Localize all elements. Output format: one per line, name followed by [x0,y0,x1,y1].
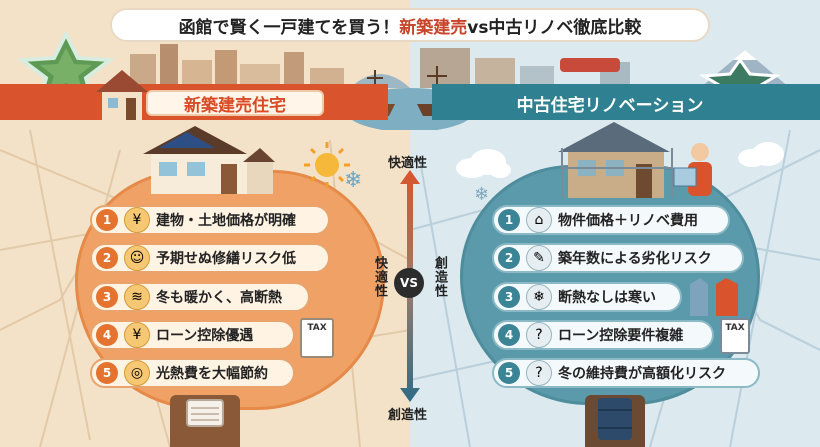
item-number: 2 [96,247,118,269]
tax-form-icon: TAX [720,318,750,354]
coins-icon: ◎ [124,360,150,386]
item-text: 断熱なしは寒い [558,290,656,306]
item-text: 物件価格＋リノベ費用 [558,213,698,229]
axis-left-vertical-label: 快適性 [372,256,387,298]
right-item-5: 5 ? 冬の維持費が高額化リスク [492,358,760,388]
oil-barrel-icon [598,398,632,440]
title-prefix: 函館で賢く一戸建てを買う！ [178,17,400,38]
snowflake-small-icon: ❄ [474,184,490,205]
right-item-3: 3 ❄ 断熱なしは寒い [492,282,682,312]
left-item-2: 2 ☺ 予期せぬ修繕リスク低 [90,243,330,273]
axis-top-label: 快適性 [388,156,428,171]
cloud-right-icon [738,142,784,167]
item-text: 建物・土地価格が明確 [156,213,296,229]
left-item-5: 5 ◎ 光熱費を大幅節約 [90,358,295,388]
question-icon: ? [526,322,552,348]
item-text: 冬の維持費が高額化リスク [558,366,726,382]
item-text: 築年数による劣化リスク [558,251,712,267]
axis-right-vertical-label: 創造性 [432,256,447,298]
title-suffix: vs中古リノベ徹底比較 [467,17,642,38]
heater-icon: ≋ [124,284,150,310]
cloud-icon [456,149,511,178]
relief-face-icon: ☺ [124,245,150,271]
new-house-heading: 新築建売住宅 [146,90,324,116]
vs-badge: VS [394,268,424,298]
right-item-4: 4 ? ローン控除要件複雑 [492,320,714,350]
item-number: 2 [498,247,520,269]
item-number: 4 [498,324,520,346]
hand-yen-icon: ¥ [124,322,150,348]
item-number: 1 [96,209,118,231]
tax-document-icon: TAX [300,318,334,358]
small-house-icon [96,70,148,120]
right-item-1: 1 ⌂ 物件価格＋リノベ費用 [492,205,730,235]
item-number: 3 [498,286,520,308]
page-title: 函館で賢く一戸建てを買う！ 新築建売 vs中古リノベ徹底比較 [110,8,710,42]
item-text: 冬も暖かく、高断熱 [156,290,282,306]
snowflake-decoration-icon: ❄ [344,168,363,193]
left-item-4: 4 ¥ ローン控除優遇 [90,320,295,350]
item-text: 光熱費を大幅節約 [156,366,268,382]
item-number: 4 [96,324,118,346]
axis-bottom-label: 創造性 [388,408,428,423]
left-item-1: 1 ¥ 建物・土地価格が明確 [90,205,330,235]
item-text: 予期せぬ修繕リスク低 [156,251,296,267]
left-item-3: 3 ≋ 冬も暖かく、高断熱 [90,282,310,312]
item-text: ローン控除優遇 [156,328,254,344]
new-house-illustration [143,126,275,194]
item-number: 5 [96,362,118,384]
snowflake-icon: ❄ [526,284,552,310]
house-icon: ⌂ [526,207,552,233]
winter-jackets-icon [690,278,738,316]
old-house-illustration [558,122,673,198]
item-number: 1 [498,209,520,231]
wrench-icon: ✎ [526,245,552,271]
sun-icon [304,142,350,188]
item-text: ローン控除要件複雑 [558,328,684,344]
person-with-blueprint-icon [673,143,712,196]
question-coins-icon: ? [526,360,552,386]
title-accent: 新築建売 [399,17,468,38]
item-number: 3 [96,286,118,308]
item-number: 5 [498,362,520,384]
yen-coin-icon: ¥ [124,207,150,233]
used-house-heading: 中古住宅リノベーション [494,90,726,116]
right-item-2: 2 ✎ 築年数による劣化リスク [492,243,744,273]
panel-heater-icon [186,399,224,427]
